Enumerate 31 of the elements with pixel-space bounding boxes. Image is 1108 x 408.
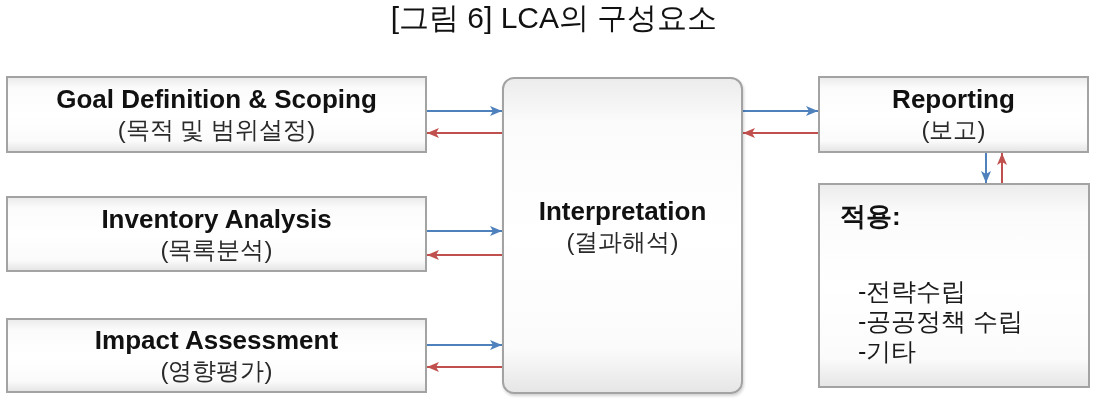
- arrow: [426, 106, 503, 116]
- list-item: -전략수립: [858, 276, 967, 306]
- node-title: Impact Assessment: [94, 325, 339, 356]
- node-title: Inventory Analysis: [101, 203, 332, 235]
- arrow: [997, 152, 1007, 184]
- node-subtitle: (목적 및 범위설정): [117, 115, 316, 145]
- arrow: [426, 340, 503, 350]
- process-box: [6, 196, 427, 272]
- node-subtitle: (결과해석): [566, 227, 679, 257]
- node-subtitle: (영향평가): [160, 356, 273, 386]
- process-box: [6, 76, 427, 153]
- node-subtitle: (목록분석): [160, 234, 273, 265]
- diagram-title: [그림 6] LCA의 구성요소: [390, 0, 718, 36]
- arrow: [426, 250, 503, 260]
- process-box: [818, 183, 1090, 388]
- node-title: Goal Definition & Scoping: [56, 84, 377, 115]
- arrow: [981, 152, 991, 184]
- arrow: [426, 362, 503, 372]
- list-item: -기타: [858, 336, 917, 366]
- node-title: Interpretation: [538, 196, 707, 227]
- list-item: -공공정책 수립: [858, 306, 1024, 336]
- arrow: [426, 226, 503, 236]
- process-box: [6, 318, 427, 393]
- process-box: [818, 76, 1089, 153]
- rounded-process-box: [502, 77, 743, 394]
- arrow: [426, 128, 503, 138]
- arrow: [742, 106, 819, 116]
- node-title: 적용:: [840, 201, 901, 232]
- node-subtitle: (보고): [921, 115, 986, 145]
- arrow: [742, 128, 819, 138]
- node-title: Reporting: [892, 84, 1015, 115]
